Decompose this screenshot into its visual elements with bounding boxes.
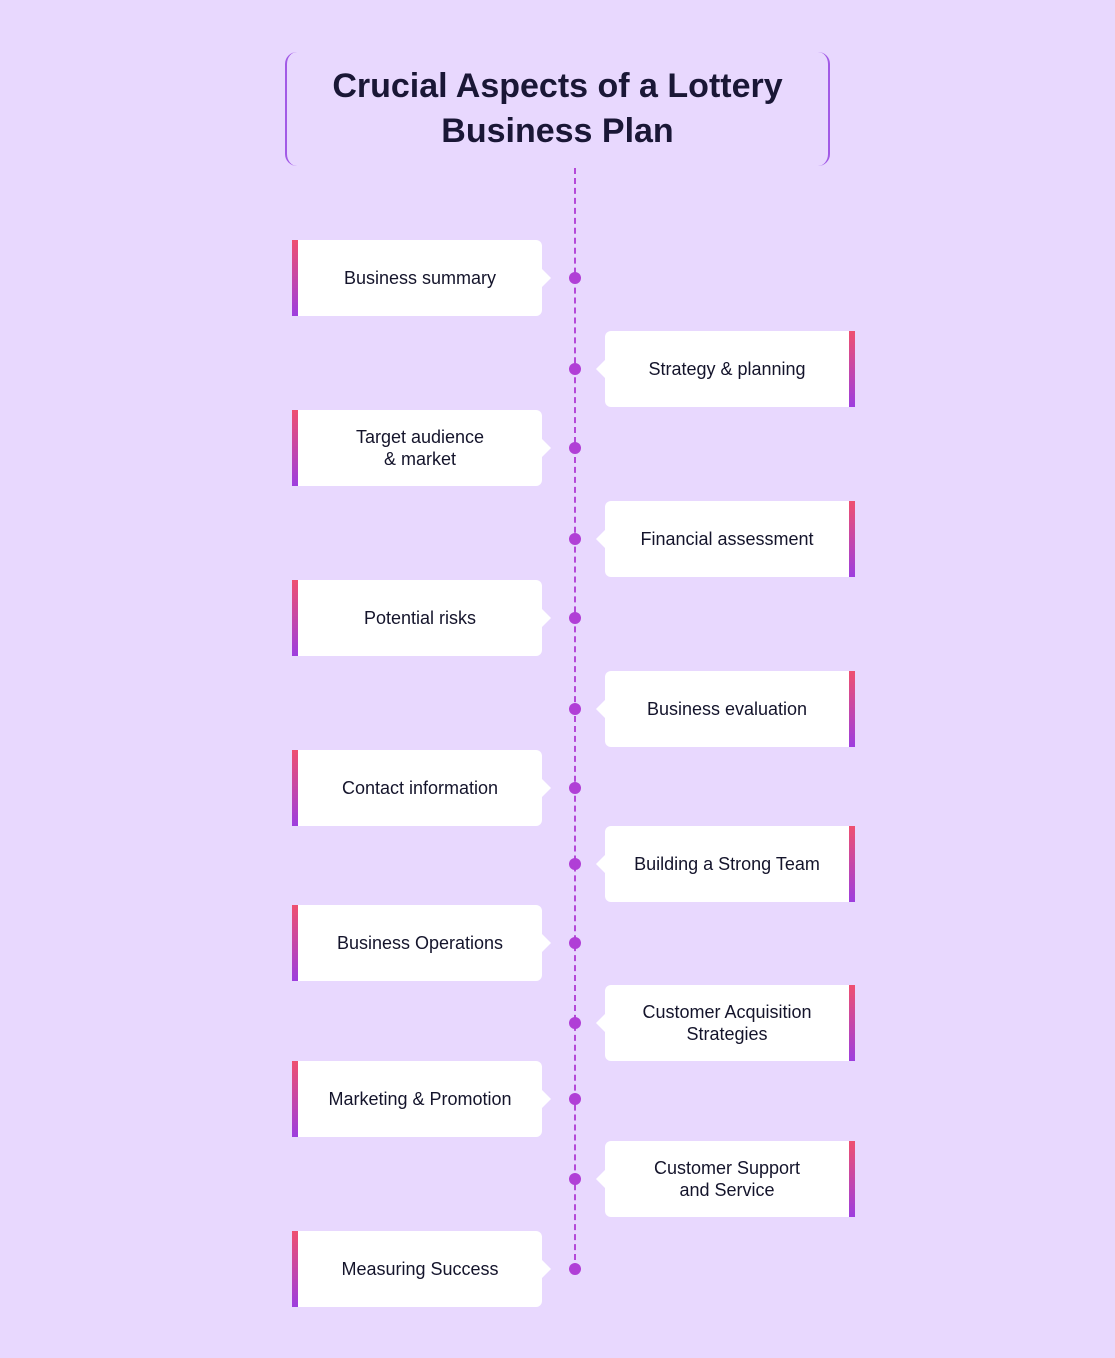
timeline-dot [569,612,581,624]
timeline-dot [569,1173,581,1185]
timeline-card-label: Contact information [341,778,499,798]
timeline-card: Strategy & planning [596,331,855,407]
timeline-card-label: Target audience& market [355,427,485,469]
timeline-dot [569,1017,581,1029]
timeline-card: Contact information [292,750,551,826]
timeline-line [574,168,576,1270]
timeline-dot [569,937,581,949]
timeline-card-label: Business evaluation [646,699,808,719]
timeline-card-label: Business Operations [336,933,504,953]
diagram-title: Crucial Aspects of a Lottery Business Pl… [332,67,783,150]
timeline-dot [569,1093,581,1105]
timeline-card-label: Financial assessment [640,529,814,549]
timeline-dot [569,363,581,375]
timeline-dot [569,1263,581,1275]
timeline-card: Business Operations [292,905,551,981]
timeline-card: Marketing & Promotion [292,1061,551,1137]
timeline-card: Business summary [292,240,551,316]
timeline-dot [569,858,581,870]
timeline-card: Target audience& market [292,410,551,486]
timeline-card-label: Measuring Success [341,1259,499,1279]
timeline-dot [569,782,581,794]
timeline-card: Financial assessment [596,501,855,577]
timeline-dot [569,442,581,454]
timeline-card-label: Potential risks [363,608,477,628]
timeline-card-label: Building a Strong Team [634,854,820,874]
timeline-dot [569,703,581,715]
timeline-dot [569,272,581,284]
timeline-card: Measuring Success [292,1231,551,1307]
timeline-card-label: Marketing & Promotion [328,1089,512,1109]
timeline-card: Potential risks [292,580,551,656]
timeline-card: Building a Strong Team [596,826,855,902]
title-box: Crucial Aspects of a Lottery Business Pl… [285,52,830,166]
timeline-card-label: Strategy & planning [648,359,806,379]
timeline-card: Business evaluation [596,671,855,747]
timeline-dot [569,533,581,545]
timeline-card-label: Business summary [343,268,497,288]
